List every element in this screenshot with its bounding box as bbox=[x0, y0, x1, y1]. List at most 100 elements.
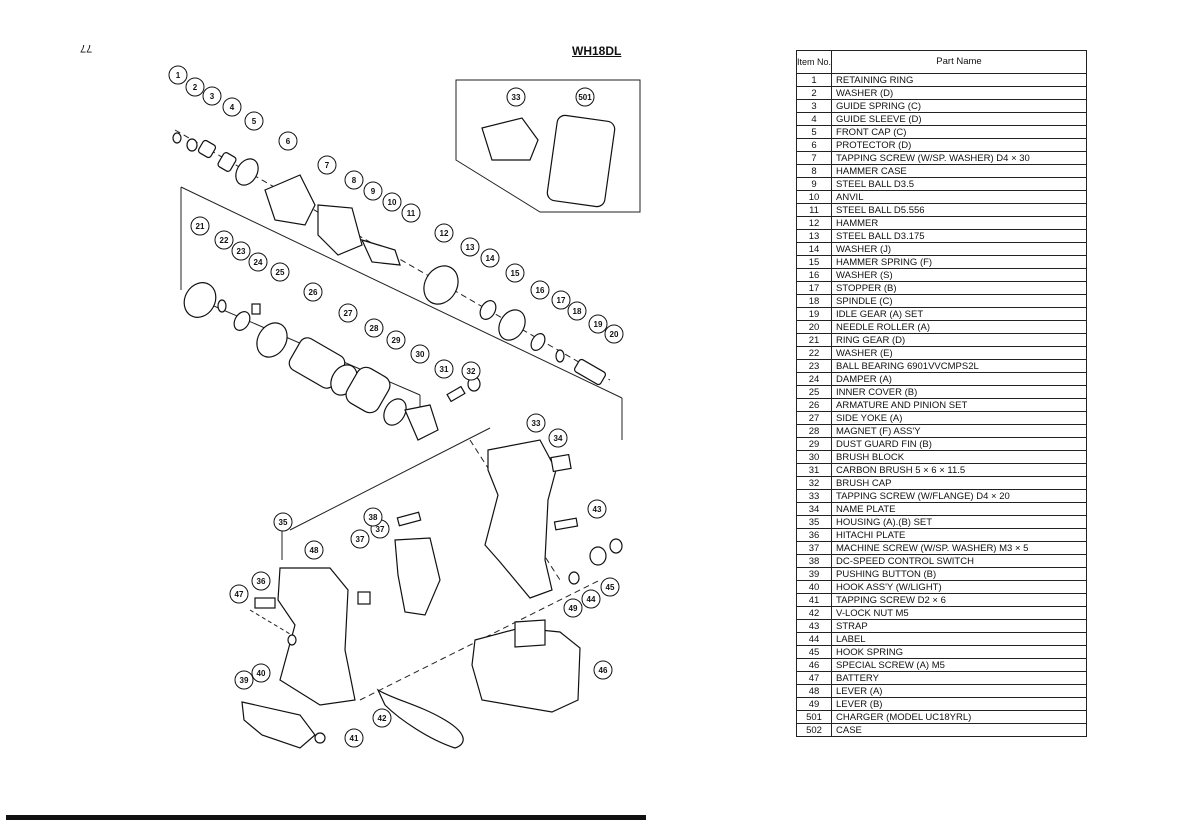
callout-bubble bbox=[575, 87, 595, 107]
callout-number: 8 bbox=[352, 176, 357, 185]
callout-bubble bbox=[231, 241, 251, 261]
bottom-rule bbox=[6, 815, 646, 820]
part-name-cell: GUIDE SLEEVE (D) bbox=[831, 112, 1087, 126]
part-name-cell: PROTECTOR (D) bbox=[831, 138, 1087, 152]
callout-number: 41 bbox=[350, 734, 359, 743]
callout-bubble bbox=[548, 428, 568, 448]
callout-number: 24 bbox=[254, 258, 263, 267]
model-label: WH18DL bbox=[572, 44, 622, 58]
item-no-cell: 20 bbox=[795, 320, 833, 334]
callout-bubble bbox=[480, 248, 500, 268]
callout-number: 9 bbox=[371, 187, 376, 196]
part-name-cell: SPINDLE (C) bbox=[831, 294, 1087, 308]
callout-bubble bbox=[506, 87, 526, 107]
callout-bubble bbox=[344, 728, 364, 748]
item-no-cell: 17 bbox=[795, 281, 833, 295]
callout-bubble bbox=[234, 670, 254, 690]
item-no-cell: 502 bbox=[795, 723, 833, 737]
item-no-cell: 38 bbox=[795, 554, 833, 568]
item-no-cell: 30 bbox=[795, 450, 833, 464]
item-no-cell: 7 bbox=[795, 151, 833, 165]
callout-bubble bbox=[303, 282, 323, 302]
callout-bubble bbox=[551, 290, 571, 310]
accessory-inset-box bbox=[455, 79, 641, 213]
housing-right bbox=[484, 439, 557, 599]
callout-number: 10 bbox=[388, 198, 397, 207]
hook bbox=[241, 701, 316, 749]
switch-block bbox=[394, 537, 441, 616]
part-name-cell: PUSHING BUTTON (B) bbox=[831, 567, 1087, 581]
item-no-cell: 1 bbox=[795, 73, 833, 87]
part-name-cell: WASHER (D) bbox=[831, 86, 1087, 100]
item-no-cell: 9 bbox=[795, 177, 833, 191]
callout-bubble bbox=[273, 512, 293, 532]
callout-bubble bbox=[530, 280, 550, 300]
header-part-name: Part Name bbox=[831, 50, 1087, 74]
item-no-cell: 31 bbox=[795, 463, 833, 477]
case-illustration bbox=[546, 114, 616, 208]
item-no-cell: 44 bbox=[795, 632, 833, 646]
callout-bubble bbox=[214, 230, 234, 250]
part-name-cell: MACHINE SCREW (W/SP. WASHER) M3 × 5 bbox=[831, 541, 1087, 555]
item-no-cell: 25 bbox=[795, 385, 833, 399]
item-no-cell: 5 bbox=[795, 125, 833, 139]
callout-bubble bbox=[344, 170, 364, 190]
callout-number: 11 bbox=[407, 209, 416, 218]
part-name-cell: WASHER (S) bbox=[831, 268, 1087, 282]
part-name-cell: NAME PLATE bbox=[831, 502, 1087, 516]
item-no-cell: 27 bbox=[795, 411, 833, 425]
callout-bubble bbox=[350, 529, 370, 549]
callout-number: 12 bbox=[440, 229, 449, 238]
callout-bubble bbox=[185, 77, 205, 97]
item-no-cell: 39 bbox=[795, 567, 833, 581]
item-no-cell: 32 bbox=[795, 476, 833, 490]
callout-bubble bbox=[593, 660, 613, 680]
part-name-cell: BRUSH CAP bbox=[831, 476, 1087, 490]
item-no-cell: 34 bbox=[795, 502, 833, 516]
callout-number: 31 bbox=[440, 365, 449, 374]
callout-bubble bbox=[304, 540, 324, 560]
item-no-cell: 21 bbox=[795, 333, 833, 347]
callout-number: 40 bbox=[257, 669, 266, 678]
callout-number: 35 bbox=[279, 518, 288, 527]
callout-bubble bbox=[567, 301, 587, 321]
item-no-cell: 15 bbox=[795, 255, 833, 269]
item-no-cell: 49 bbox=[795, 697, 833, 711]
part-name-cell: CARBON BRUSH 5 × 6 × 11.5 bbox=[831, 463, 1087, 477]
callout-bubble bbox=[581, 589, 601, 609]
callout-number: 3 bbox=[210, 92, 215, 101]
callout-bubble bbox=[372, 708, 392, 728]
part-name-cell: NEEDLE ROLLER (A) bbox=[831, 320, 1087, 334]
callout-number: 19 bbox=[594, 320, 603, 329]
callout-bubble bbox=[248, 252, 268, 272]
callout-bubble bbox=[363, 507, 383, 527]
part-name-cell: LEVER (B) bbox=[831, 697, 1087, 711]
part-name-cell: HAMMER SPRING (F) bbox=[831, 255, 1087, 269]
item-no-cell: 28 bbox=[795, 424, 833, 438]
callout-number: 47 bbox=[235, 590, 244, 599]
callout-number: 34 bbox=[554, 434, 563, 443]
callout-number: 501 bbox=[578, 93, 592, 102]
item-no-cell: 36 bbox=[795, 528, 833, 542]
